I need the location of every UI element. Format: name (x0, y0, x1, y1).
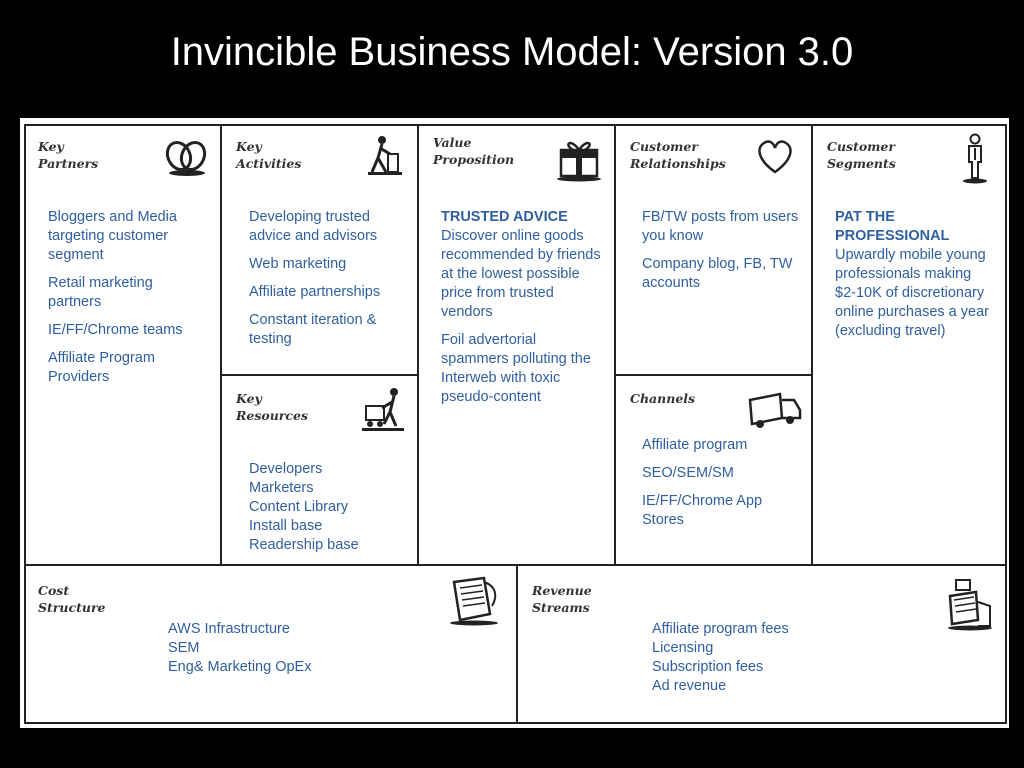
truck-icon (744, 388, 804, 432)
cost-structure-header-line1: Cost (38, 582, 106, 599)
customer-segments-header-line2: Segments (827, 155, 896, 172)
key-resources-cell: Key Resources Developers Marketers Conte… (220, 374, 419, 566)
customer-segments-header: Customer Segments (827, 138, 896, 172)
revenue-streams-header-line1: Revenue (532, 582, 592, 599)
gift-icon (553, 134, 605, 182)
key-activities-header: Key Activities (236, 138, 301, 172)
list-item: SEO/SEM/SM (642, 464, 802, 483)
customer-segments-body: PAT THE PROFESSIONAL Upwardly mobile you… (835, 208, 995, 350)
key-partners-header-line2: Partners (38, 155, 98, 172)
worker-with-cart-icon (360, 384, 408, 434)
heart-icon (754, 138, 796, 176)
customer-relationships-header: Customer Relationships (630, 138, 726, 172)
channels-cell: Channels Affiliate program SEO/SEM/SM IE… (614, 374, 813, 566)
list-item: Affiliate Program Providers (48, 349, 208, 387)
cost-structure-header: Cost Structure (38, 582, 106, 616)
channels-header: Channels (630, 390, 695, 407)
business-model-canvas: Key Partners Bloggers and Media targetin… (20, 118, 1009, 728)
customer-segments-header-line1: Customer (827, 138, 896, 155)
value-proposition-heading: TRUSTED ADVICE (441, 208, 601, 227)
customer-relationships-header-line1: Customer (630, 138, 726, 155)
channels-header-line1: Channels (630, 390, 695, 407)
cost-structure-header-line2: Structure (38, 599, 106, 616)
list-item: Web marketing (249, 255, 409, 274)
list-item: Readership base (249, 536, 409, 555)
key-activities-header-line1: Key (236, 138, 301, 155)
list-item: Subscription fees (652, 658, 912, 677)
list-item: IE/FF/Chrome App Stores (642, 492, 802, 530)
key-partners-header: Key Partners (38, 138, 98, 172)
customer-segments-heading: PAT THE PROFESSIONAL (835, 208, 995, 246)
key-partners-body: Bloggers and Media targeting customer se… (48, 208, 208, 396)
list-item: Content Library (249, 498, 409, 517)
list-item: Developing trusted advice and advisors (249, 208, 409, 246)
cost-structure-cell: Cost Structure AWS Infrastructure SEM En… (24, 564, 518, 724)
key-resources-header-line1: Key (236, 390, 308, 407)
key-resources-body: Developers Marketers Content Library Ins… (249, 460, 409, 555)
list-item: SEM (168, 639, 428, 658)
revenue-streams-header-line2: Streams (532, 599, 592, 616)
list-item: Affiliate program fees (652, 620, 912, 639)
customer-segments-text: Upwardly mobile young professionals maki… (835, 246, 995, 341)
list-item: Marketers (249, 479, 409, 498)
customer-segments-cell: Customer Segments PAT THE PROFESSIONAL U… (811, 124, 1007, 566)
key-resources-header: Key Resources (236, 390, 308, 424)
key-activities-header-line2: Activities (236, 155, 301, 172)
value-proposition-header-line2: Proposition (433, 151, 514, 168)
value-proposition-cell: Value Proposition TRUSTED ADVICE Discove… (417, 124, 616, 566)
slide-title: Invincible Business Model: Version 3.0 (0, 30, 1024, 75)
value-proposition-body: TRUSTED ADVICE Discover online goods rec… (441, 208, 601, 416)
list-item: IE/FF/Chrome teams (48, 321, 208, 340)
list-item: Eng& Marketing OpEx (168, 658, 428, 677)
list-item: AWS Infrastructure (168, 620, 428, 639)
list-item: Company blog, FB, TW accounts (642, 255, 802, 293)
revenue-streams-body: Affiliate program fees Licensing Subscri… (652, 620, 912, 696)
revenue-streams-header: Revenue Streams (532, 582, 592, 616)
cash-register-icon (942, 576, 998, 632)
list-item: Foil advertorial spammers polluting the … (441, 331, 601, 407)
list-item: Affiliate partnerships (249, 283, 409, 302)
cost-structure-body: AWS Infrastructure SEM Eng& Marketing Op… (168, 620, 428, 677)
key-activities-cell: Key Activities Developing trusted advice… (220, 124, 419, 376)
list-item: FB/TW posts from users you know (642, 208, 802, 246)
key-partners-cell: Key Partners Bloggers and Media targetin… (24, 124, 222, 566)
list-item: Affiliate program (642, 436, 802, 455)
key-resources-header-line2: Resources (236, 407, 308, 424)
key-partners-header-line1: Key (38, 138, 98, 155)
list-item: Constant iteration & testing (249, 311, 409, 349)
worker-icon (362, 132, 406, 180)
list-item: Bloggers and Media targeting customer se… (48, 208, 208, 265)
customer-relationships-cell: Customer Relationships FB/TW posts from … (614, 124, 813, 376)
key-activities-body: Developing trusted advice and advisors W… (249, 208, 409, 358)
list-item: Discover online goods recommended by fri… (441, 227, 601, 322)
chain-links-icon (161, 136, 213, 178)
list-item: Install base (249, 517, 409, 536)
channels-body: Affiliate program SEO/SEM/SM IE/FF/Chrom… (642, 436, 802, 539)
value-proposition-header-line1: Value (433, 134, 514, 151)
list-item: Developers (249, 460, 409, 479)
customer-relationships-body: FB/TW posts from users you know Company … (642, 208, 802, 302)
person-icon (959, 132, 991, 184)
value-proposition-header: Value Proposition (433, 134, 514, 168)
list-item: Ad revenue (652, 677, 912, 696)
list-item: Retail marketing partners (48, 274, 208, 312)
list-item: Licensing (652, 639, 912, 658)
receipt-icon (444, 576, 504, 626)
revenue-streams-cell: Revenue Streams Affiliate program fees L… (516, 564, 1007, 724)
customer-relationships-header-line2: Relationships (630, 155, 726, 172)
